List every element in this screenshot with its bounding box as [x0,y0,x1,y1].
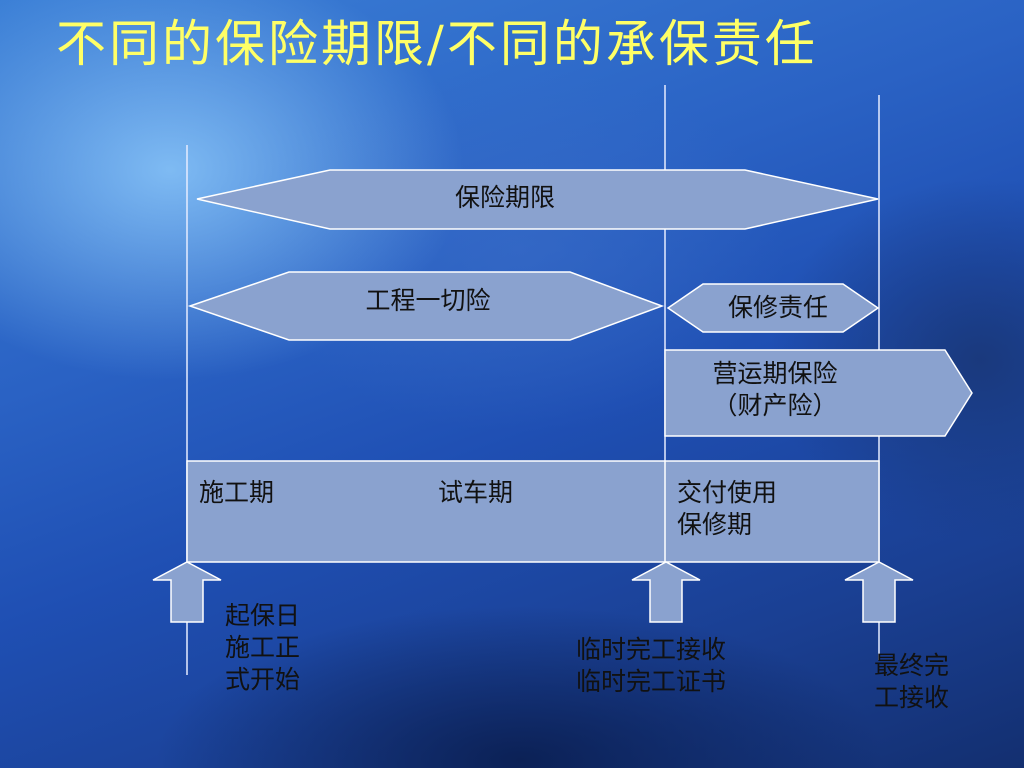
trial-run-period-label: 试车期 [438,478,514,507]
final-completion-milestone-label: 最终完 工接收 [874,651,950,712]
insurance-period-bar [196,169,879,230]
warranty-liability-label: 保修责任 [727,293,828,322]
warranty-liability-bar [666,283,880,333]
delivery-warranty-period-label: 交付使用 保修期 [677,478,778,539]
construction-period-label: 施工期 [199,478,275,507]
timeline-band [186,460,880,563]
car-insurance-bar [187,271,665,341]
slide-title: 不同的保险期限/不同的承保责任 [56,15,818,73]
start-milestone-label: 起保日 施工正 式开始 [225,601,301,694]
operating-insurance-label: 营运期保险 （财产险） [712,359,838,420]
car-insurance-label: 工程一切险 [365,286,491,315]
temp-completion-up-arrow [631,561,701,623]
operating-insurance-bar [664,349,973,437]
final-completion-up-arrow [844,561,914,623]
temp-completion-milestone-label: 临时完工接收 临时完工证书 [576,635,727,696]
start-up-arrow [152,561,222,623]
insurance-period-label: 保险期限 [454,183,555,212]
